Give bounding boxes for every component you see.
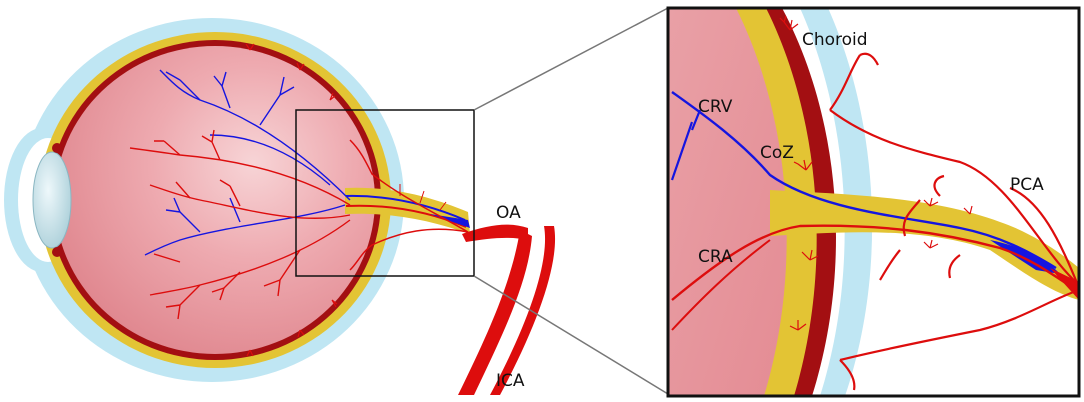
label-cra: CRA bbox=[698, 247, 733, 267]
internal-carotid-artery bbox=[458, 230, 532, 395]
inset-retina bbox=[668, 8, 787, 396]
ophthalmic-and-carotid-arteries bbox=[458, 224, 556, 395]
callout-box bbox=[295, 109, 475, 277]
ciliary-body-top bbox=[52, 143, 62, 153]
inset-magnification bbox=[668, 8, 1079, 396]
carotid-artery-branch bbox=[490, 226, 556, 395]
optic-nerve bbox=[345, 139, 470, 271]
label-choroid: Choroid bbox=[802, 30, 868, 50]
inset-choroidal-tufts bbox=[779, 15, 973, 331]
inset-sclera bbox=[800, 8, 873, 396]
callout-line-bottom bbox=[473, 275, 669, 395]
inset-posterior-ciliary-arteries bbox=[829, 52, 1079, 391]
label-pca: PCA bbox=[1010, 175, 1044, 195]
label-ica: ICA bbox=[496, 371, 525, 391]
inset-yellow-band bbox=[734, 8, 817, 396]
inset-central-retinal-vein bbox=[671, 91, 1057, 270]
label-coz: CoZ bbox=[760, 143, 794, 163]
callout-line-top bbox=[473, 7, 669, 111]
label-crv: CRV bbox=[698, 97, 733, 117]
ciliary-body-bottom bbox=[52, 247, 62, 257]
inset-choroid bbox=[764, 8, 836, 396]
retina bbox=[55, 46, 375, 354]
choroidal-tufts bbox=[245, 43, 338, 357]
label-oa: OA bbox=[496, 203, 521, 223]
inset-frame bbox=[666, 6, 1081, 398]
inset-optic-nerve bbox=[770, 190, 1079, 300]
inset-central-retinal-artery bbox=[671, 224, 1079, 301]
retinal-veins bbox=[144, 69, 351, 256]
lens bbox=[32, 151, 72, 249]
ophthalmic-artery bbox=[462, 224, 528, 242]
eye-globe bbox=[4, 18, 404, 382]
retinal-arteries bbox=[129, 129, 351, 320]
